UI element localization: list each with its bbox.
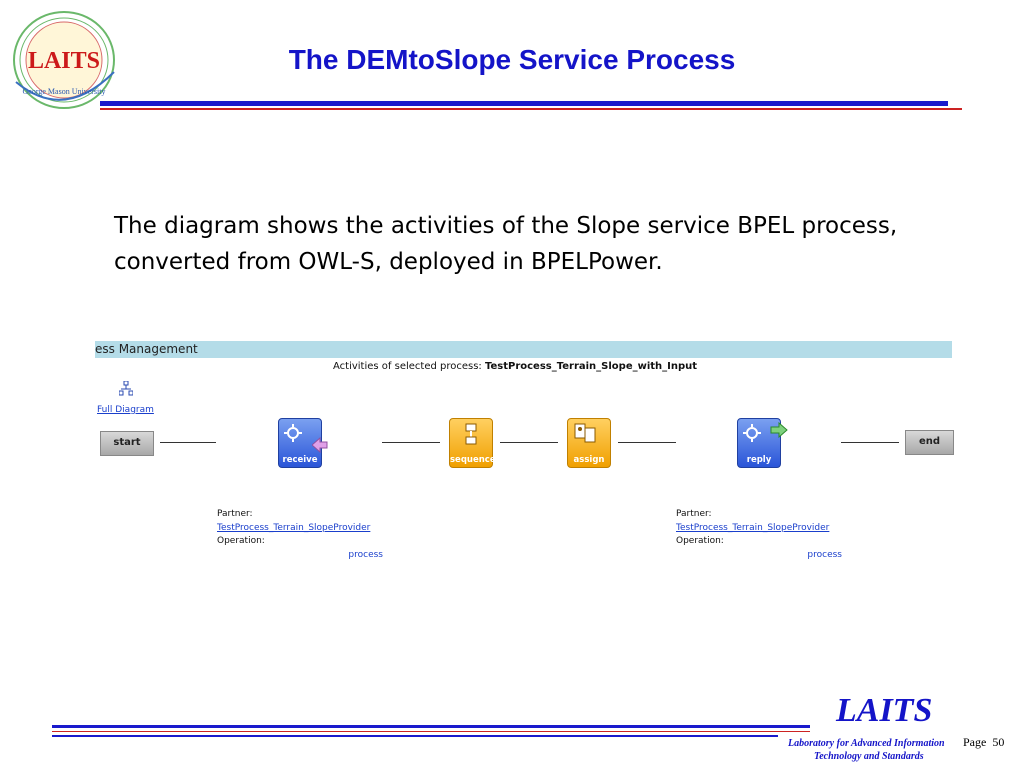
- laits-logo: LAITS George Mason University: [6, 2, 122, 114]
- gear-icon: [284, 424, 302, 442]
- activity-label-receive: receive: [282, 455, 318, 465]
- activity-sequence[interactable]: sequence: [449, 418, 496, 468]
- footer-rule-blue: [52, 725, 810, 728]
- connector: [160, 442, 216, 443]
- connector: [618, 442, 676, 443]
- svg-text:George Mason University: George Mason University: [23, 87, 106, 96]
- partner-link[interactable]: TestProcess_Terrain_SlopeProvider: [676, 522, 830, 533]
- activities-caption: Activities of selected process: TestProc…: [333, 361, 697, 372]
- full-diagram-control[interactable]: Full Diagram: [97, 381, 157, 416]
- operation-value: process: [348, 549, 383, 560]
- operation-label: Operation:: [217, 536, 265, 546]
- slide-title: The DEMtoSlope Service Process: [288, 44, 736, 75]
- footer-brand: LAITS: [836, 692, 933, 729]
- activity-reply[interactable]: reply: [737, 418, 788, 468]
- title-rule-red: [100, 108, 962, 110]
- bpel-process-screenshot: ess Management Activities of selected pr…: [95, 341, 954, 571]
- activities-prefix: Activities of selected process:: [333, 361, 485, 372]
- start-node[interactable]: start: [100, 431, 154, 456]
- activity-label-assign: assign: [573, 455, 605, 465]
- full-diagram-link[interactable]: Full Diagram: [97, 405, 154, 415]
- assign-icon: [574, 423, 596, 443]
- management-header-bar: ess Management: [95, 341, 952, 358]
- slide-description: The diagram shows the activities of the …: [114, 213, 898, 275]
- partner-info-receive: Partner: TestProcess_Terrain_SlopeProvid…: [217, 508, 383, 562]
- operation-label: Operation:: [676, 536, 724, 546]
- arrow-left-icon: [312, 437, 328, 453]
- activity-label-reply: reply: [746, 455, 772, 465]
- partner-link[interactable]: TestProcess_Terrain_SlopeProvider: [217, 522, 371, 533]
- activity-receive[interactable]: receive: [278, 418, 328, 468]
- operation-value: process: [807, 549, 842, 560]
- management-header-label: ess Management: [95, 342, 198, 356]
- end-node[interactable]: end: [905, 430, 954, 455]
- footer-rule-blue-lower: [52, 735, 778, 737]
- title-rule-blue: [100, 101, 948, 106]
- svg-text:LAITS: LAITS: [28, 48, 100, 74]
- diagram-tree-icon: [119, 381, 133, 396]
- process-name: TestProcess_Terrain_Slope_with_Input: [484, 361, 698, 372]
- connector: [841, 442, 899, 443]
- page-number-value: 50: [992, 735, 1005, 749]
- activity-assign[interactable]: assign: [567, 418, 611, 468]
- page-number: Page 50: [963, 735, 1004, 750]
- footer-rule-red: [52, 731, 810, 732]
- partner-info-reply: Partner: TestProcess_Terrain_SlopeProvid…: [676, 508, 842, 562]
- activity-label-sequence: sequence: [450, 455, 496, 465]
- connector: [500, 442, 558, 443]
- footer-lab-line2: Technology and Standards: [814, 751, 924, 762]
- partner-label: Partner:: [676, 509, 712, 519]
- page-label: Page: [963, 735, 987, 749]
- partner-label: Partner:: [217, 509, 253, 519]
- sequence-icon: [465, 423, 477, 445]
- gear-icon: [743, 424, 761, 442]
- footer-lab-line1: Laboratory for Advanced Information: [788, 738, 945, 749]
- connector: [382, 442, 440, 443]
- arrow-right-icon: [770, 422, 788, 438]
